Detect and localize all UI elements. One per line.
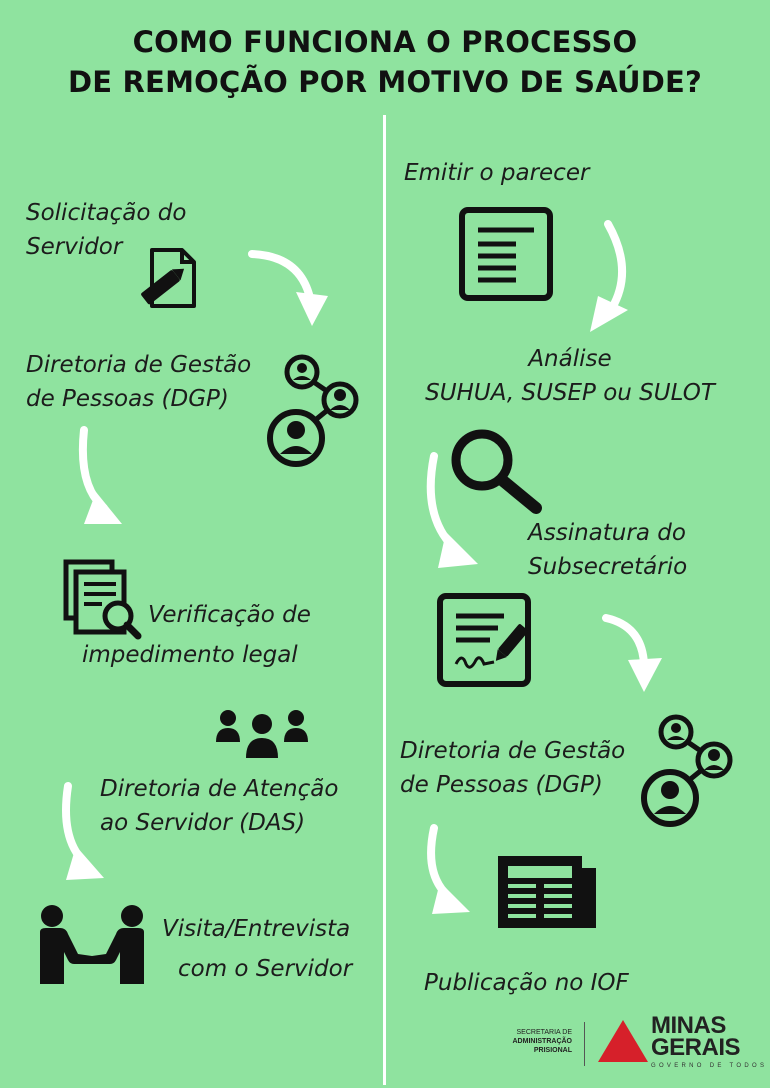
arrow-icon	[427, 824, 470, 914]
step-assinatura-subsecretario: Assinatura do Subsecretário	[528, 520, 688, 580]
minas-gerais-logo: MINAS GERAIS	[651, 1012, 741, 1061]
arrow-icon	[78, 426, 122, 524]
step-dgp-right: Diretoria de Gestão de Pessoas (DGP)	[400, 738, 626, 798]
step-visita-entrevista-line2: com o Servidor	[178, 956, 353, 982]
step-visita-entrevista: Visita/Entrevista	[162, 916, 351, 942]
arrow-icon	[590, 220, 628, 332]
step-dgp-left: Diretoria de Gestão de Pessoas (DGP)	[26, 352, 252, 412]
step-publicacao-iof: Publicação no IOF	[424, 970, 629, 996]
minas-gerais-triangle-logo-icon	[598, 1020, 648, 1062]
people-network-icon	[267, 354, 359, 467]
footer-divider	[584, 1022, 585, 1066]
people-network-icon	[641, 714, 733, 827]
documents-magnifier-icon	[63, 559, 142, 640]
logo-tagline: GOVERNO DE TODOS	[651, 1063, 768, 1069]
step-solicitacao-servidor: Solicitação do Servidor	[26, 200, 187, 260]
arrow-icon	[62, 782, 104, 880]
document-pencil-icon	[141, 248, 196, 308]
step-verificacao-impedimento: Verificação de	[148, 602, 311, 628]
step-das: Diretoria de Atenção ao Servidor (DAS)	[100, 776, 339, 836]
arrow-icon	[602, 614, 662, 692]
step-analise: Análise SUHUA, SUSEP ou SULOT	[425, 346, 715, 406]
handshake-icon	[40, 905, 144, 984]
document-lines-icon	[459, 207, 553, 301]
magnifier-icon	[451, 429, 542, 514]
step-emitir-parecer: Emitir o parecer	[404, 160, 590, 186]
title-line-2: DE REMOÇÃO POR MOTIVO DE SAÚDE?	[67, 65, 703, 99]
secretaria-label: SECRETARIA DE ADMINISTRAÇÃO PRISIONAL	[512, 1029, 573, 1054]
newspaper-icon	[498, 856, 596, 928]
group-people-icon	[216, 710, 308, 758]
title-line-1: COMO FUNCIONA O PROCESSO	[132, 25, 638, 59]
arrow-icon	[426, 452, 478, 568]
page-title: COMO FUNCIONA O PROCESSO DE REMOÇÃO POR …	[0, 22, 770, 102]
column-divider	[383, 115, 386, 1085]
signature-document-icon	[437, 593, 531, 687]
arrow-icon	[248, 250, 328, 326]
step-verificacao-impedimento-line2: impedimento legal	[82, 642, 298, 668]
